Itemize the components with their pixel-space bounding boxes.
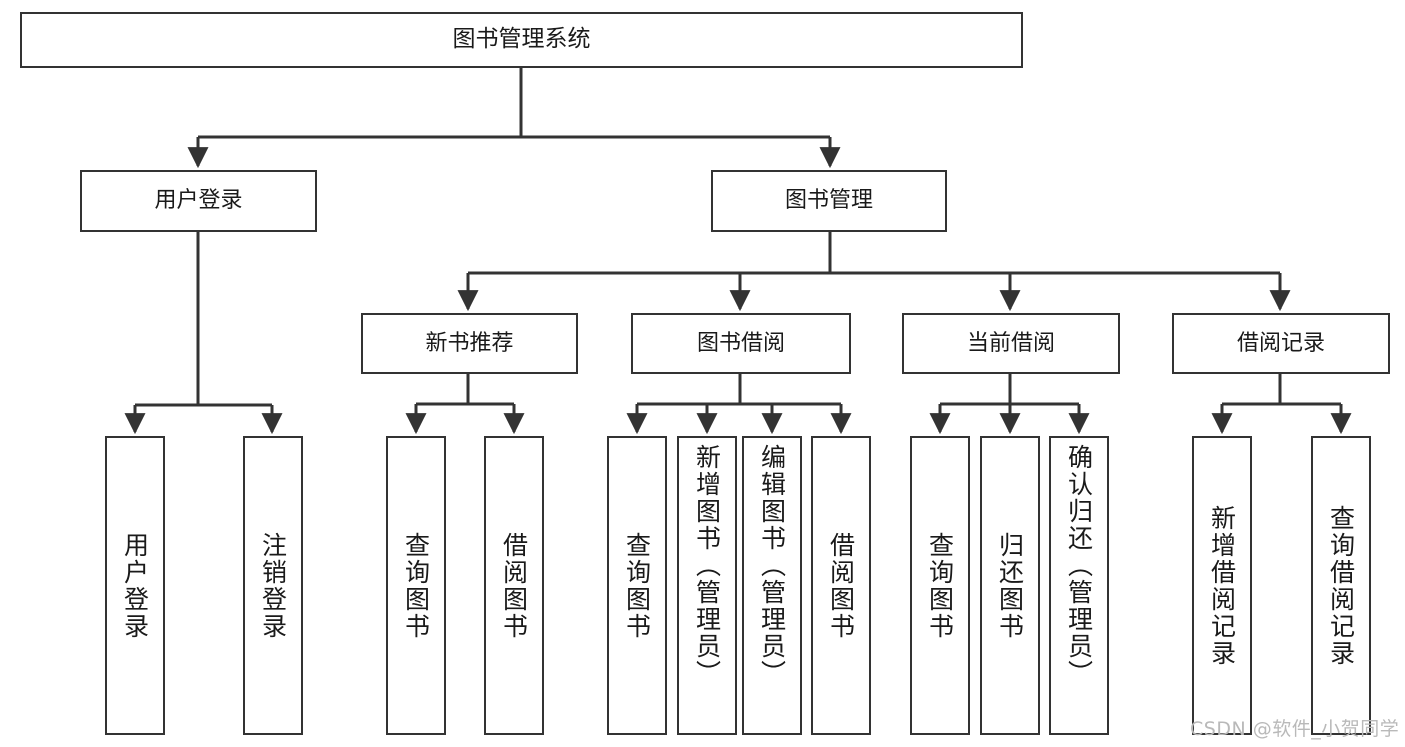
leaf-borrow-book-2[interactable]: 借阅图书 — [811, 436, 871, 735]
leaf-add-book[interactable]: 新增图书（管理员） — [677, 436, 737, 735]
node-book-management-label: 图书管理 — [784, 188, 873, 214]
leaf-user-logout-label: 注销登录 — [258, 531, 288, 640]
leaf-borrow-book-1-label: 借阅图书 — [499, 531, 529, 640]
node-borrow-record[interactable]: 借阅记录 — [1172, 313, 1390, 374]
leaf-user-logout[interactable]: 注销登录 — [243, 436, 303, 735]
leaf-query-book-2-label: 查询图书 — [622, 531, 652, 640]
leaf-edit-book[interactable]: 编辑图书（管理员） — [742, 436, 802, 735]
node-book-management[interactable]: 图书管理 — [711, 170, 947, 232]
leaf-add-borrow-record[interactable]: 新增借阅记录 — [1192, 436, 1252, 735]
node-root-label: 图书管理系统 — [452, 26, 591, 53]
leaf-borrow-book-2-label: 借阅图书 — [826, 531, 856, 640]
node-book-borrow[interactable]: 图书借阅 — [631, 313, 851, 374]
leaf-query-book-2[interactable]: 查询图书 — [607, 436, 667, 735]
leaf-borrow-book-1[interactable]: 借阅图书 — [484, 436, 544, 735]
leaf-edit-book-label: 编辑图书（管理员） — [757, 444, 787, 687]
node-borrow-record-label: 借阅记录 — [1236, 330, 1325, 356]
leaf-add-borrow-record-label: 新增借阅记录 — [1207, 504, 1237, 667]
leaf-return-book[interactable]: 归还图书 — [980, 436, 1040, 735]
node-current-borrow-label: 当前借阅 — [966, 330, 1055, 356]
node-new-book-recommend-label: 新书推荐 — [425, 330, 514, 356]
node-user-login[interactable]: 用户登录 — [80, 170, 317, 232]
leaf-query-book-1-label: 查询图书 — [401, 531, 431, 640]
leaf-query-book-1[interactable]: 查询图书 — [386, 436, 446, 735]
leaf-user-login-label: 用户登录 — [120, 531, 150, 640]
leaf-query-borrow-record[interactable]: 查询借阅记录 — [1311, 436, 1371, 735]
leaf-query-borrow-record-label: 查询借阅记录 — [1326, 504, 1356, 667]
leaf-confirm-return-label: 确认归还（管理员） — [1064, 444, 1094, 687]
leaf-return-book-label: 归还图书 — [995, 531, 1025, 640]
node-book-borrow-label: 图书借阅 — [696, 330, 785, 356]
leaf-query-book-3-label: 查询图书 — [925, 531, 955, 640]
leaf-user-login[interactable]: 用户登录 — [105, 436, 165, 735]
node-root[interactable]: 图书管理系统 — [20, 12, 1023, 68]
leaf-query-book-3[interactable]: 查询图书 — [910, 436, 970, 735]
watermark: CSDN @软件_小贺同学 — [1190, 718, 1400, 740]
leaf-add-book-label: 新增图书（管理员） — [692, 444, 722, 687]
leaf-confirm-return[interactable]: 确认归还（管理员） — [1049, 436, 1109, 735]
node-current-borrow[interactable]: 当前借阅 — [902, 313, 1120, 374]
node-user-login-label: 用户登录 — [154, 188, 243, 214]
node-new-book-recommend[interactable]: 新书推荐 — [361, 313, 578, 374]
